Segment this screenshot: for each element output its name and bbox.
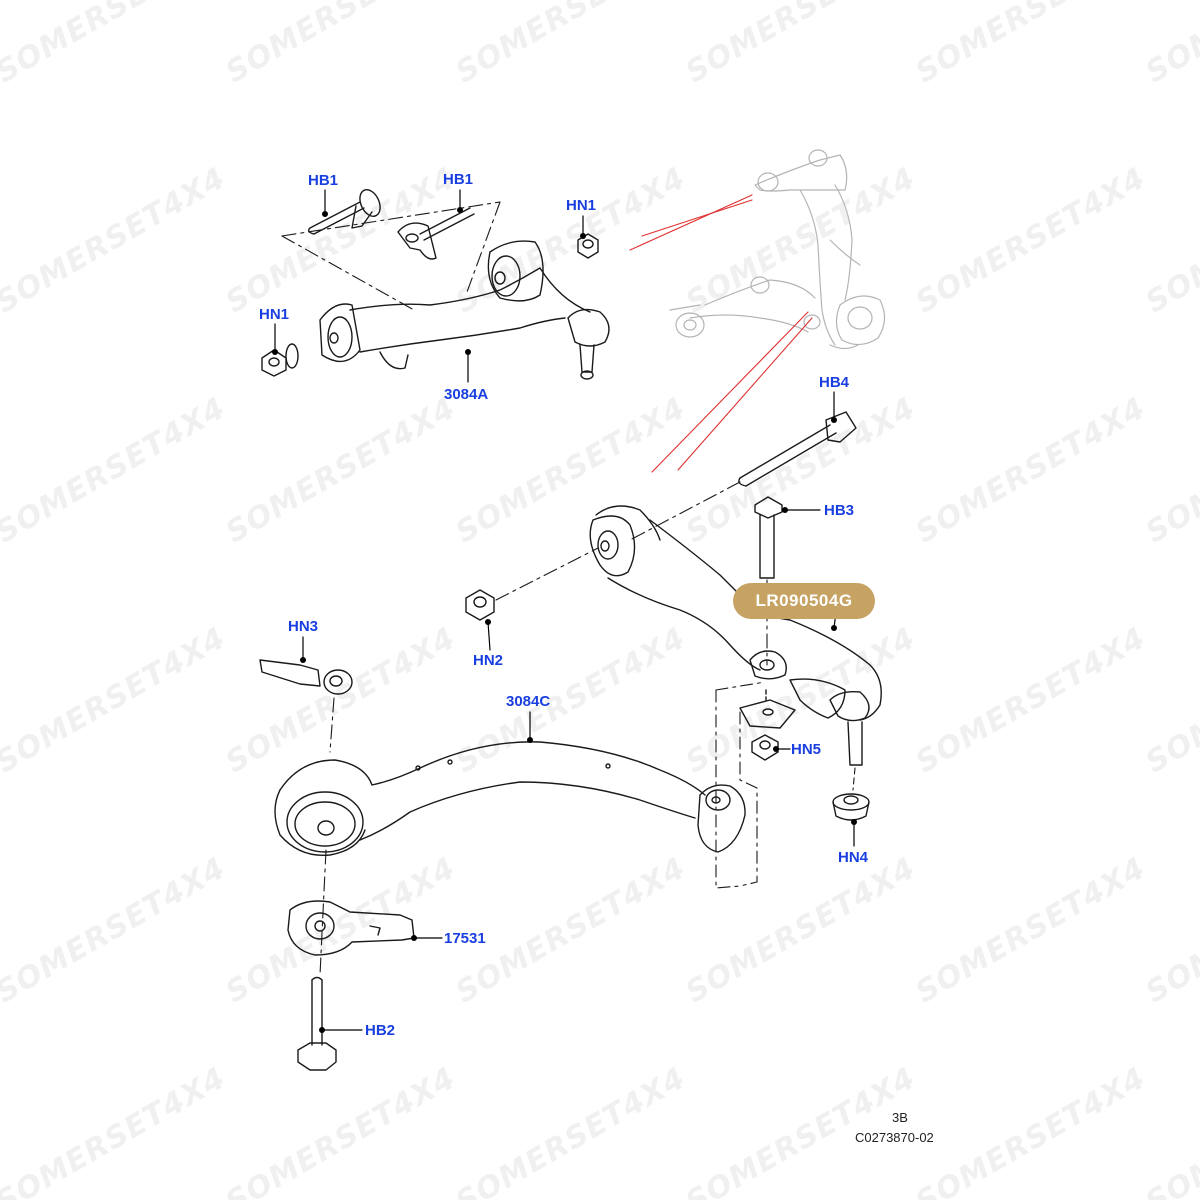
bracket-17531 — [287, 900, 415, 956]
callout-hn4: HN4 — [838, 849, 869, 866]
hb4-axis-line — [629, 481, 741, 541]
callout-hb3: HB3 — [824, 502, 855, 519]
callout-hn1-left: HN1 — [259, 306, 290, 323]
reference-lines — [629, 194, 813, 473]
hn4-nut — [832, 793, 870, 821]
callout-upper-arm-3084a: 3084A — [444, 386, 489, 403]
callout-hb1-right: HB1 — [443, 171, 474, 188]
hn3-axis-line — [329, 697, 335, 753]
callout-hn1-top: HN1 — [566, 197, 597, 214]
hn5-nut — [751, 734, 779, 761]
hn2-nut — [465, 589, 495, 621]
hn1-nut-left — [261, 343, 299, 377]
hb2-axis-line — [319, 849, 327, 976]
hb3-bolt — [754, 496, 783, 579]
callout-leaders — [274, 189, 855, 1031]
page-reference: 3B — [892, 1110, 908, 1125]
hn4-axis-line — [852, 767, 856, 791]
callout-hn2: HN2 — [473, 652, 504, 669]
suspension-assembly-context-view — [669, 149, 886, 350]
hn1-nut-top — [577, 233, 599, 259]
hn5-bracket — [739, 689, 796, 729]
lower-front-arm — [589, 505, 882, 766]
hn3-nut — [259, 659, 353, 695]
callout-bracket-17531: 17531 — [444, 930, 486, 947]
callout-dots — [272, 207, 857, 1033]
callout-hb4: HB4 — [819, 374, 850, 391]
callout-hb2: HB2 — [365, 1022, 396, 1039]
callout-lower-arm-3084c: 3084C — [506, 693, 551, 710]
lower-assembly-group-outline — [715, 681, 766, 889]
hb1-bolt-left — [307, 189, 381, 235]
callout-hb1-left: HB1 — [308, 172, 339, 189]
lower-rear-arm — [274, 741, 746, 857]
callout-hn3: HN3 — [288, 618, 319, 635]
illustration-code: C0273870-02 — [855, 1130, 934, 1145]
part-number-badge[interactable]: LR090504G — [733, 583, 875, 619]
upper-control-arm — [319, 240, 610, 380]
hn2-axis-line — [495, 547, 599, 601]
upper-arm-group-outline — [281, 201, 501, 311]
hb4-bolt — [738, 411, 857, 487]
callout-hn5: HN5 — [791, 741, 822, 758]
hb2-bolt — [297, 976, 337, 1071]
